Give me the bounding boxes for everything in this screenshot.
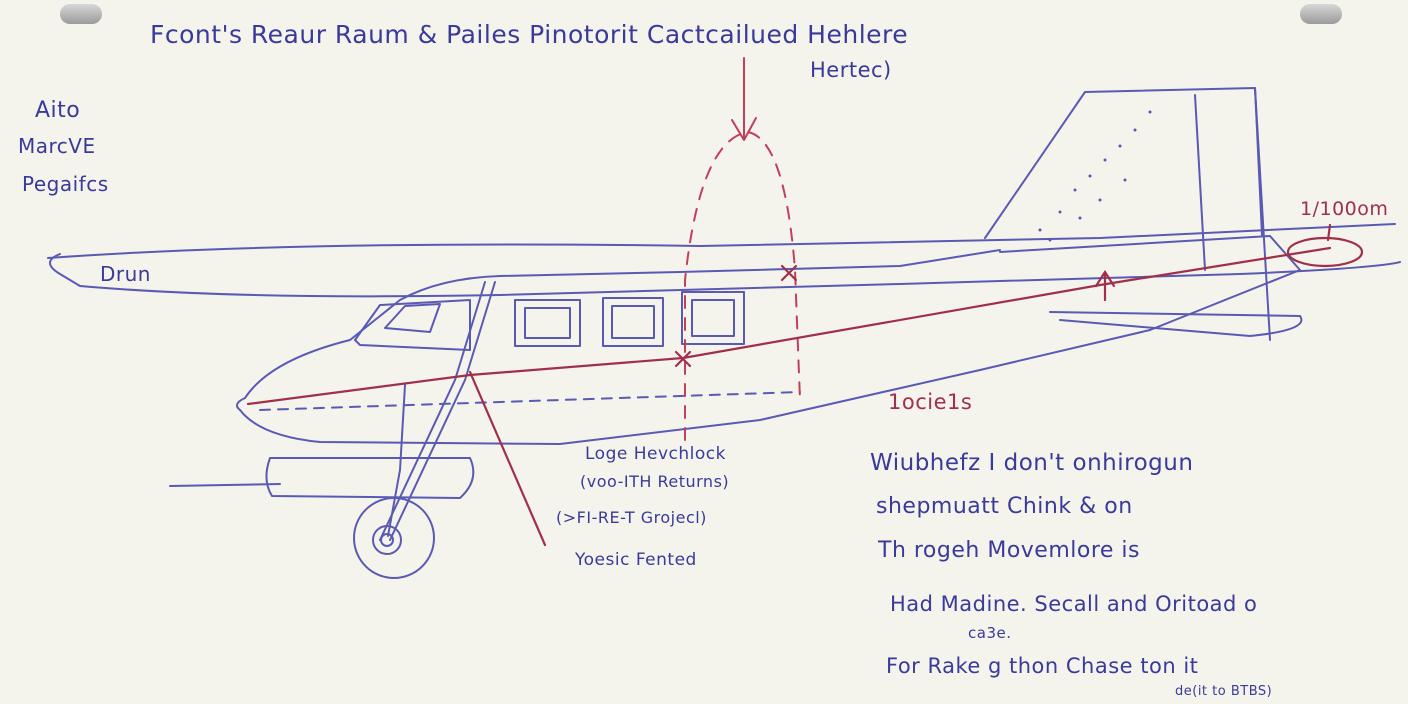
center-note-line-2: (voo-ITH Returns) [580,472,730,491]
wheel-hub [372,525,402,555]
side-note-line-3: Pegaifcs [22,172,109,196]
tail-loop [1286,236,1364,268]
vertical-stabilizer [984,87,1263,239]
right-note-line-4: Had Madine. Secall and Oritoad o [890,592,1258,616]
window-1-inner [524,307,571,339]
horizontal-stabilizer [1049,311,1303,337]
section-arrow [731,57,757,141]
board-clip-top-left [60,4,102,24]
wing-leading-edge [47,223,1396,259]
tail-tick [1326,223,1332,242]
board-clip-top-right [1300,4,1342,24]
right-note-line-3: Th rogeh Movemlore is [878,538,1140,563]
center-note-line-3: (>FI-RE-T Grojecl) [556,508,707,527]
nose [235,397,246,411]
fin-scribble [1038,110,1152,242]
gear-leg [387,384,406,537]
center-note-line-4: Yoesic Fented [575,550,697,570]
leader-line [468,370,547,547]
wing-label: Drun [100,262,151,286]
tail-label: 1/100om [1300,198,1389,220]
side-note-line-2: MarcVE [18,134,96,158]
wheel-axle [380,533,394,547]
right-note-line-6: For Rake g thon Chase ton it [886,654,1199,678]
wing-outline [49,253,1401,298]
fuselage-top [244,249,1001,399]
marker-x-2 [780,264,798,282]
belly-label: 1ocie1s [888,390,973,414]
stabilizer-rear [1254,87,1271,341]
fuselage-bottom [239,329,1151,445]
right-note-line-2: shepmuatt Chink & on [876,494,1133,519]
cockpit-glass [384,303,441,333]
centerline [259,391,801,411]
right-note-line-5: ca3e. [968,624,1012,642]
window-1 [514,299,581,347]
side-note-line-1: Aito [35,98,81,123]
cockpit-window [354,299,471,351]
window-3 [681,291,745,345]
wing-strut-2 [379,281,486,541]
section-arch [684,131,801,441]
reference-line [246,246,1332,406]
window-3-inner [691,299,735,337]
wing-strut [389,281,496,541]
right-note-line-1: Wiubhefz I don't onhirogun [870,450,1194,476]
tail-rudder-line [1194,94,1206,271]
float-line [169,483,281,487]
right-note-line-7: de(it to BTBS) [1175,684,1273,699]
window-2-inner [611,305,655,339]
title-line-1: Fcont's Reaur Raum & Pailes Pinotorit Ca… [150,20,909,49]
center-note-line-1: Loge Hevchlock [585,444,726,464]
title-line-2: Hertec) [810,58,892,82]
marker-x-1 [674,350,692,368]
marker-arrow-up [1094,269,1116,302]
window-2 [602,297,664,347]
tail-cone [999,235,1301,331]
float-pod [265,457,475,499]
